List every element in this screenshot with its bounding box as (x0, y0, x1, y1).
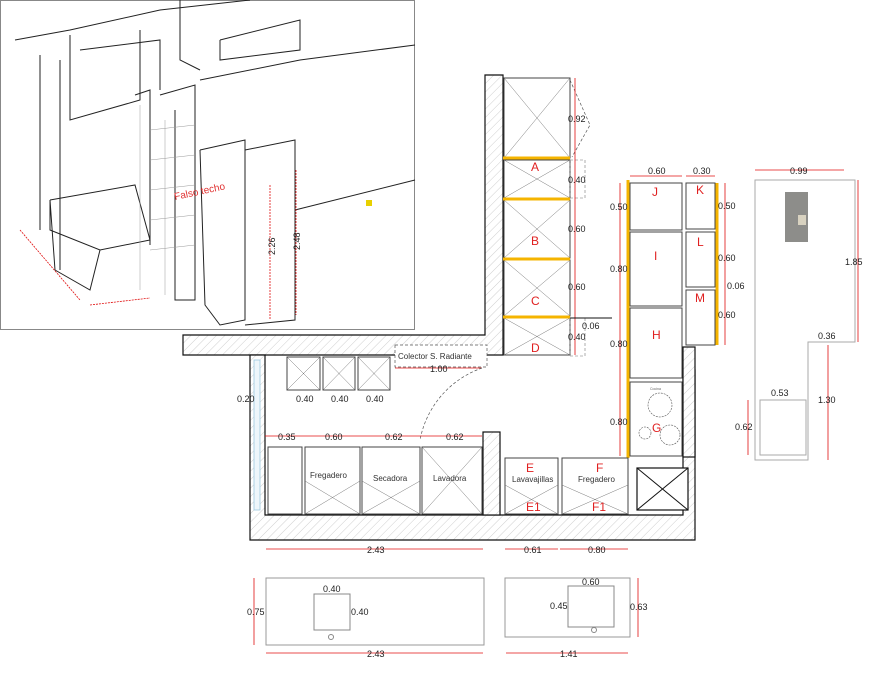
sink-left-label: Fregadero (310, 471, 347, 480)
dim-counter1-depth: 0.75 (247, 607, 265, 617)
dryer-label: Secadora (373, 474, 408, 483)
unit-letter-e1: E1 (526, 500, 541, 514)
cooking-label: Cocina (650, 387, 661, 391)
dim-right-gap: 0.06 (727, 281, 745, 291)
dim-bottom-243: 2.43 (367, 545, 385, 555)
sink-right-label: Fregadero (578, 475, 615, 484)
dim-upper-2: 0.40 (331, 394, 349, 404)
unit-letter-g: G (652, 421, 661, 435)
dim-left-h1: 0.50 (610, 202, 628, 212)
tall-units: A B C D 0.92 0.40 0.60 0.60 0.40 0.06 (503, 77, 612, 357)
dim-counter1-sink-h: 0.40 (351, 607, 369, 617)
unit-letter-a: A (531, 160, 539, 174)
dim-tall-b: 0.60 (568, 224, 586, 234)
height-unit-label: 2.26 (267, 237, 277, 255)
unit-letter-m: M (695, 291, 705, 305)
dim-counter2-width: 1.41 (560, 649, 578, 659)
washer-label: Lavadora (433, 474, 467, 483)
unit-letter-k: K (696, 183, 704, 197)
dim-panel-width: 0.99 (790, 166, 808, 176)
collector-label: Colector S. Radiante (398, 352, 472, 361)
dim-right-h3: 0.60 (718, 310, 736, 320)
dim-bottom-061: 0.61 (524, 545, 542, 555)
dim-panel-inner-height: 0.62 (735, 422, 753, 432)
dim-left-h2: 0.80 (610, 264, 628, 274)
dim-upper-3: 0.40 (366, 394, 384, 404)
dim-right-h2: 0.60 (718, 253, 736, 263)
dim-tall-gap: 0.06 (582, 321, 600, 331)
dim-tall-top: 0.92 (568, 114, 586, 124)
right-block: J K I L M H G Cocina 0.60 0.30 0.50 0.80… (610, 166, 745, 458)
unit-letter-i: I (654, 249, 657, 263)
unit-letter-f1: F1 (592, 500, 606, 514)
lower-room: Colector S. Radiante 1.00 0.40 0.40 0.40… (237, 344, 689, 555)
dim-panel-notch: 0.36 (818, 331, 836, 341)
unit-letter-h: H (652, 328, 661, 342)
dim-door-width: 1.00 (430, 364, 448, 374)
dim-base-3: 0.62 (385, 432, 403, 442)
countertop-left: 0.75 0.40 0.40 2.43 (247, 577, 485, 659)
dim-right-h1: 0.50 (718, 201, 736, 211)
dim-counter1-width: 2.43 (367, 649, 385, 659)
dim-wall-offset: 0.20 (237, 394, 255, 404)
dim-base-1: 0.35 (278, 432, 296, 442)
dim-left-h4: 0.80 (610, 417, 628, 427)
dim-tall-a: 0.40 (568, 175, 586, 185)
dim-tall-c: 0.60 (568, 282, 586, 292)
dim-panel-inner-width: 0.53 (771, 388, 789, 398)
countertop-right: 0.60 0.45 0.63 1.41 (504, 577, 648, 659)
dim-width-030: 0.30 (693, 166, 711, 176)
dim-bottom-080: 0.80 (588, 545, 606, 555)
height-total-label: 2.48 (292, 232, 302, 250)
unit-letter-d: D (531, 341, 540, 355)
walls (182, 74, 696, 541)
dim-upper-1: 0.40 (296, 394, 314, 404)
unit-letter-l: L (697, 235, 704, 249)
dim-panel-height-top: 1.85 (845, 257, 863, 267)
dim-counter2-sink-h: 0.45 (550, 601, 568, 611)
unit-letter-c: C (531, 294, 540, 308)
dim-width-060: 0.60 (648, 166, 666, 176)
dim-counter2-depth: 0.63 (630, 602, 648, 612)
perspective-view: Falso techo 2.48 2.26 (0, 0, 416, 330)
dim-counter2-sink-w: 0.60 (582, 577, 600, 587)
dim-base-2: 0.60 (325, 432, 343, 442)
unit-letter-e: E (526, 461, 534, 475)
dishwasher-label: Lavavajillas (512, 475, 553, 484)
dim-left-h3: 0.80 (610, 339, 628, 349)
dim-panel-height-bottom: 1.30 (818, 395, 836, 405)
dim-base-4: 0.62 (446, 432, 464, 442)
unit-letter-f: F (596, 461, 603, 475)
dim-counter1-sink-w: 0.40 (323, 584, 341, 594)
unit-letter-b: B (531, 234, 539, 248)
dim-tall-d: 0.40 (568, 332, 586, 342)
far-right-panel: 0.99 1.85 0.36 1.30 0.53 0.62 (735, 166, 863, 461)
unit-letter-j: J (652, 185, 658, 199)
